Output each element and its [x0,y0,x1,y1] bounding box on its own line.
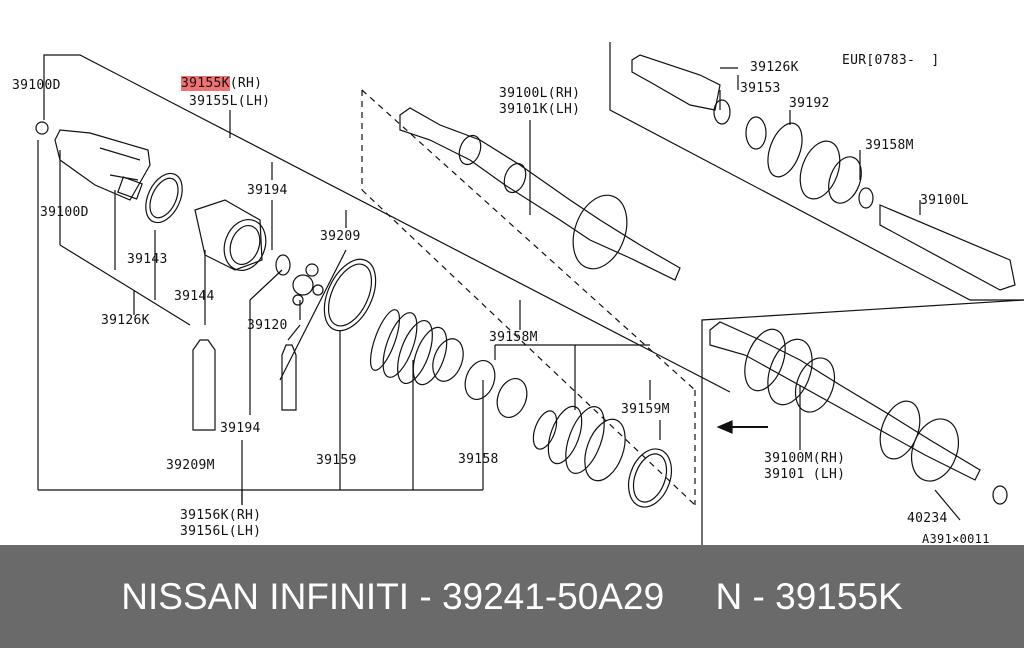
part-label-39158M-eur: 39158M [865,138,914,153]
eur-variant-box [609,42,1024,301]
shaft-assembly-center [399,107,681,281]
part-label-39209M: 39209M [166,458,215,473]
shaft-assembly-inset [709,321,1008,505]
inset-box [701,299,1024,545]
part-label-39155L: 39155L(LH) [189,94,271,109]
part-label-39155K-suffix: (RH) [229,76,263,91]
part-label-39120: 39120 [247,318,288,333]
part-label-39158M: 39158M [489,330,538,345]
part-label-39101K-LH: 39101K(LH) [499,102,581,117]
highlighted-part-number: 39155K [181,76,230,91]
part-label-39153: 39153 [740,81,781,96]
caption-bar: NISSAN INFINITI - 39241-50A29 N - 39155K [0,545,1024,648]
part-label-39194-bottom: 39194 [220,421,261,436]
caption-text: NISSAN INFINITI - 39241-50A29 N - 39155K [121,575,903,617]
part-label-39143: 39143 [127,252,168,267]
exploded-drive-shaft-diagram [35,42,1024,545]
part-label-39100L-RH: 39100L(RH) [499,86,581,101]
eur-variant-label: EUR[0783- ] [842,53,940,68]
part-label-39100M-RH: 39100M(RH) [764,451,846,466]
leader-lines [37,54,731,505]
spider-39120 [292,263,324,306]
part-label-39159M: 39159M [621,402,670,417]
part-label-39126K-eur: 39126K [750,60,799,75]
tripod-housing-39100D [35,121,151,201]
part-label-39101-LH: 39101 (LH) [764,467,846,482]
part-label-39155K: 39155K(RH) [181,76,262,91]
part-label-39100D-top: 39100D [12,78,61,93]
part-label-39144: 39144 [174,289,215,304]
part-label-39209-top: 39209 [320,229,361,244]
part-label-39156L: 39156L(LH) [180,524,262,539]
part-label-40234: 40234 [907,511,948,526]
part-label-39159: 39159 [316,453,357,468]
part-label-39126K: 39126K [101,313,150,328]
diagram-code: A391×0011 [922,532,990,546]
part-label-39158: 39158 [458,452,499,467]
snap-ring-39143 [145,172,183,224]
part-label-39194-top: 39194 [247,183,288,198]
assembly-outline [361,89,696,506]
outer-boot-39158M [532,405,626,482]
boot-39144 [194,199,267,271]
part-label-39100L-eur: 39100L [920,193,969,208]
part-label-39100D-mid: 39100D [40,205,89,220]
part-label-39192: 39192 [789,96,830,111]
shaft-assembly-eur [631,54,1016,291]
bellows-boot [369,309,464,386]
part-label-39156K: 39156K(RH) [180,508,262,523]
